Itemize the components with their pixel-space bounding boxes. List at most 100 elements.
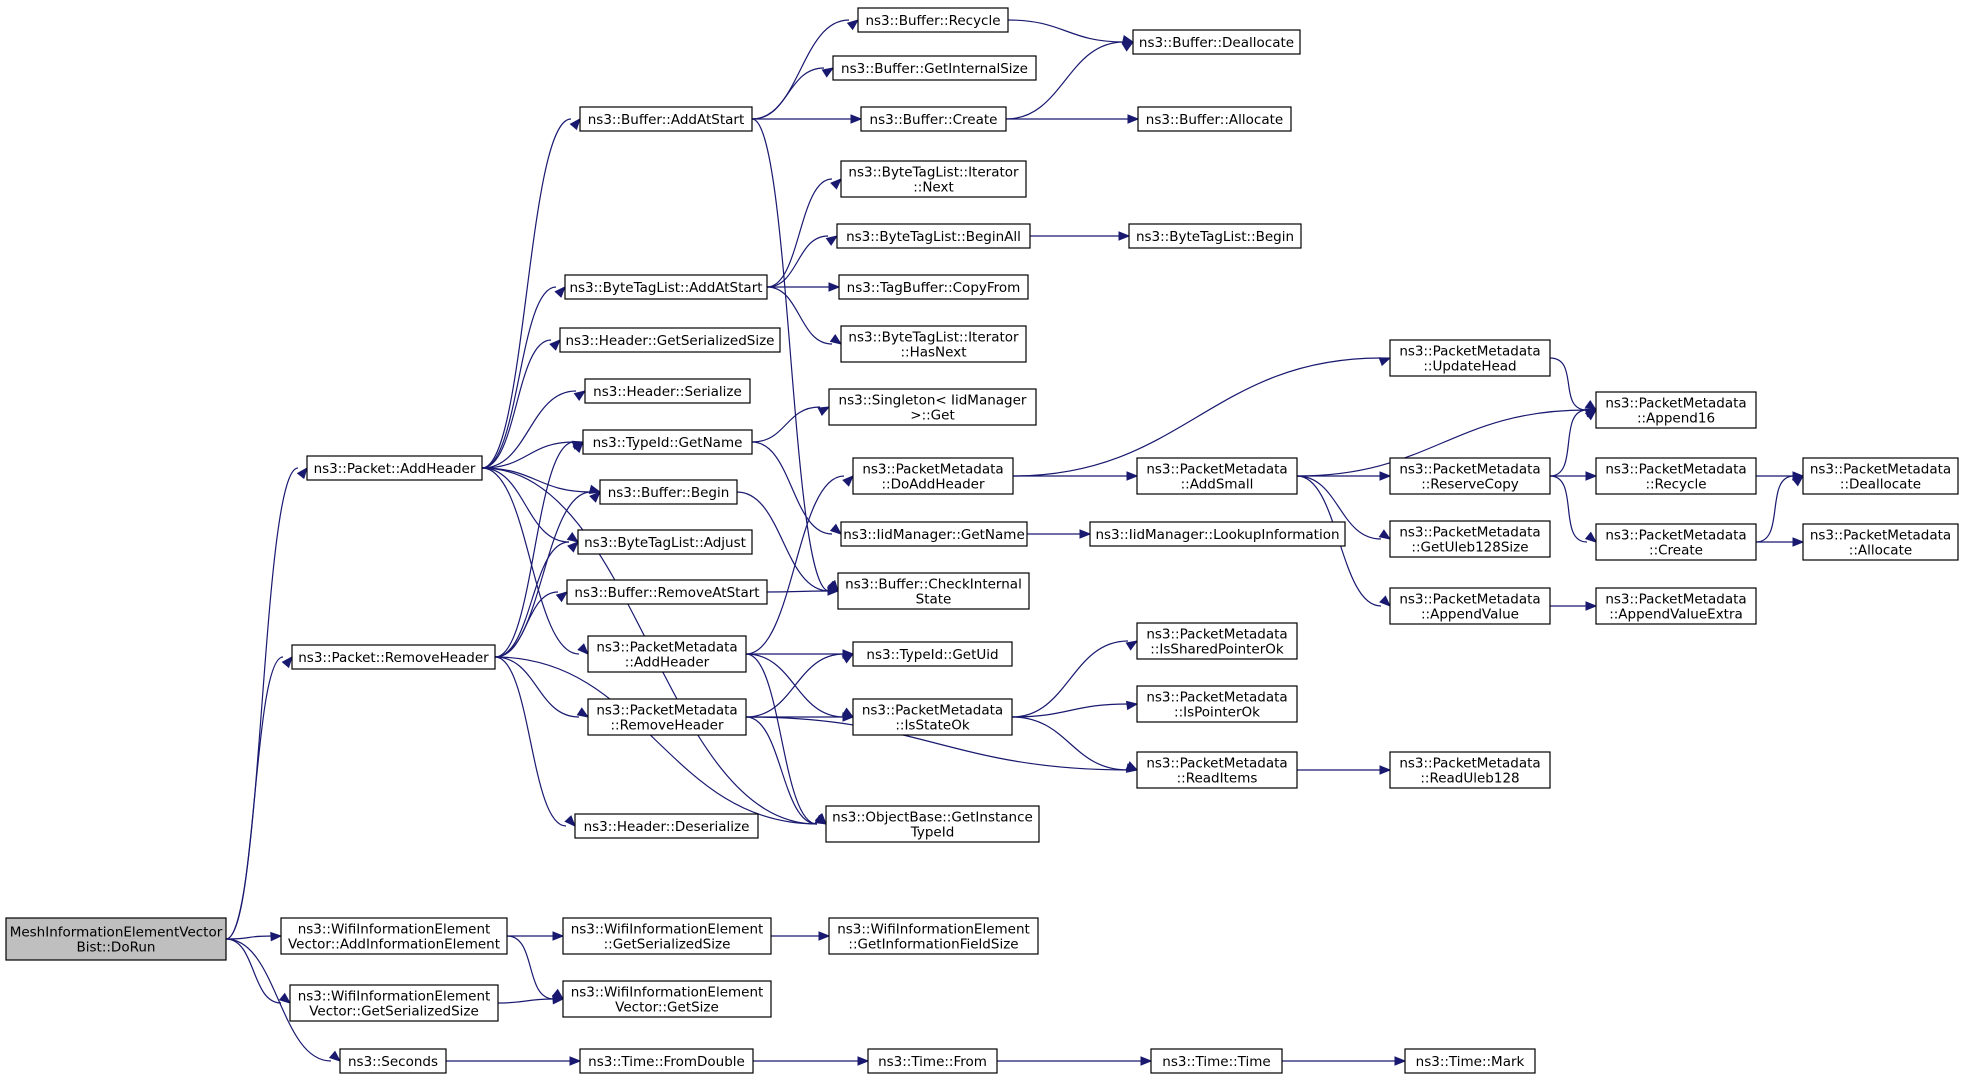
- node-btl-iter-hasnext[interactable]: ns3::ByteTagList::Iterator::HasNext: [840, 325, 1027, 363]
- node-pm-recycle[interactable]: ns3::PacketMetadata::Recycle: [1595, 457, 1757, 495]
- node-pm-create[interactable]: ns3::PacketMetadata::Create: [1595, 523, 1757, 561]
- node-pm-updatehead[interactable]: ns3::PacketMetadata::UpdateHead: [1389, 339, 1551, 377]
- edge-pm_isstateok-to-pm_readitems: [1011, 716, 1139, 771]
- node-buf-recycle[interactable]: ns3::Buffer::Recycle: [857, 7, 1009, 33]
- edge-pm_doaddheader-to-pm_updatehead: [1012, 357, 1392, 477]
- node-time-time[interactable]: ns3::Time::Time: [1150, 1048, 1283, 1074]
- node-label: ::IsStateOk: [895, 718, 969, 734]
- node-pm-doaddheader[interactable]: ns3::PacketMetadata::DoAddHeader: [852, 457, 1014, 495]
- edge-btl_addatstart-to-btl_iter_hasnext: [766, 286, 843, 345]
- edge-pm_reservecopy-to-pm_create: [1549, 475, 1598, 543]
- node-label: ::AppendValue: [1421, 607, 1519, 623]
- node-time-from[interactable]: ns3::Time::From: [867, 1048, 998, 1074]
- node-pm-addsmall[interactable]: ns3::PacketMetadata::AddSmall: [1136, 457, 1298, 495]
- node-wie-getinfofieldsize[interactable]: ns3::WifiInformationElement::GetInformat…: [828, 917, 1039, 955]
- node-label: ns3::Buffer::Deallocate: [1139, 35, 1294, 51]
- node-pkt-removeheader[interactable]: ns3::Packet::RemoveHeader: [291, 644, 496, 670]
- node-pm-addheader[interactable]: ns3::PacketMetadata::AddHeader: [587, 635, 747, 673]
- node-label: ns3::Buffer::Begin: [608, 485, 730, 501]
- node-pm-removeheader[interactable]: ns3::PacketMetadata::RemoveHeader: [587, 698, 747, 736]
- node-hdr-deserialize[interactable]: ns3::Header::Deserialize: [574, 813, 759, 839]
- node-label: ns3::TypeId::GetUid: [866, 647, 998, 663]
- node-wie-getsersize[interactable]: ns3::WifiInformationElement::GetSerializ…: [562, 917, 772, 955]
- node-btl-iter-next[interactable]: ns3::ByteTagList::Iterator::Next: [840, 160, 1027, 198]
- node-label: ns3::Header::GetSerializedSize: [566, 333, 775, 349]
- node-pm-issharedptrok[interactable]: ns3::PacketMetadata::IsSharedPointerOk: [1136, 622, 1298, 660]
- node-label: ::Recycle: [1645, 477, 1706, 493]
- node-label: Vector::AddInformationElement: [288, 937, 500, 953]
- node-seconds[interactable]: ns3::Seconds: [339, 1048, 447, 1074]
- node-buf-begin[interactable]: ns3::Buffer::Begin: [599, 479, 738, 505]
- node-iid-lookupinfo[interactable]: ns3::IidManager::LookupInformation: [1089, 521, 1346, 547]
- node-tagbuf-copyfrom[interactable]: ns3::TagBuffer::CopyFrom: [838, 274, 1029, 300]
- node-pm-readuleb128[interactable]: ns3::PacketMetadata::ReadUleb128: [1389, 751, 1551, 789]
- node-typeid-getuid[interactable]: ns3::TypeId::GetUid: [852, 641, 1013, 667]
- edge-pkt_addheader-to-hdr_serialize: [481, 390, 587, 469]
- node-buf-addatstart[interactable]: ns3::Buffer::AddAtStart: [579, 106, 753, 132]
- node-singleton-get[interactable]: ns3::Singleton< IidManager>::Get: [828, 388, 1037, 426]
- node-hdr-getsersize[interactable]: ns3::Header::GetSerializedSize: [559, 327, 781, 353]
- node-label: ::UpdateHead: [1423, 359, 1516, 375]
- node-label: ns3::WifiInformationElement: [837, 922, 1030, 938]
- node-label: ns3::PacketMetadata: [862, 462, 1003, 478]
- node-time-fromdouble[interactable]: ns3::Time::FromDouble: [579, 1048, 754, 1074]
- edge-pm_removeheader-to-objbase_getinstance: [745, 716, 827, 825]
- node-btl-begin[interactable]: ns3::ByteTagList::Begin: [1128, 223, 1302, 249]
- node-btl-addatstart[interactable]: ns3::ByteTagList::AddAtStart: [564, 274, 768, 300]
- node-buf-allocate[interactable]: ns3::Buffer::Allocate: [1137, 106, 1292, 132]
- edge-time_time-to-time_mark: [1281, 1056, 1407, 1066]
- edge-pkt_removeheader-to-typeid_getname: [494, 441, 584, 658]
- node-wie-addie[interactable]: ns3::WifiInformationElementVector::AddIn…: [280, 917, 508, 955]
- node-buf-deallocate[interactable]: ns3::Buffer::Deallocate: [1132, 29, 1301, 55]
- edge-pkt_addheader-to-buf_begin: [481, 467, 602, 494]
- node-label: ns3::WifiInformationElement: [571, 922, 764, 938]
- node-hdr-serialize[interactable]: ns3::Header::Serialize: [584, 378, 751, 404]
- edge-buf_addatstart-to-buf_checkinternal: [751, 118, 839, 593]
- node-label: ::GetSerializedSize: [604, 937, 731, 953]
- edge-pkt_removeheader-to-buf_begin: [494, 491, 601, 658]
- edge-pm_isstateok-to-pm_isptrok: [1011, 700, 1139, 718]
- node-pm-getuleb128size[interactable]: ns3::PacketMetadata::GetUleb128Size: [1389, 520, 1551, 558]
- node-label: ns3::ByteTagList::AddAtStart: [569, 280, 762, 296]
- node-pm-isptrok[interactable]: ns3::PacketMetadata::IsPointerOk: [1136, 685, 1298, 723]
- node-pm-isstateok[interactable]: ns3::PacketMetadata::IsStateOk: [852, 698, 1013, 736]
- node-pm-deallocate[interactable]: ns3::PacketMetadata::Deallocate: [1802, 457, 1959, 495]
- node-label: ns3::Time::Time: [1162, 1054, 1270, 1070]
- node-label: ns3::Seconds: [348, 1054, 438, 1070]
- node-pm-reservecopy[interactable]: ns3::PacketMetadata::ReserveCopy: [1389, 457, 1551, 495]
- node-pkt-addheader[interactable]: ns3::Packet::AddHeader: [306, 455, 483, 481]
- node-label: ns3::PacketMetadata: [596, 703, 737, 719]
- node-btl-adjust[interactable]: ns3::ByteTagList::Adjust: [577, 529, 753, 555]
- node-wiev-getsersize[interactable]: ns3::WifiInformationElementVector::GetSe…: [289, 984, 499, 1022]
- node-buf-getinternalsize[interactable]: ns3::Buffer::GetInternalSize: [832, 55, 1037, 81]
- node-label: ns3::ByteTagList::Iterator: [848, 165, 1019, 181]
- node-pm-readitems[interactable]: ns3::PacketMetadata::ReadItems: [1136, 751, 1298, 789]
- node-time-mark[interactable]: ns3::Time::Mark: [1404, 1048, 1536, 1074]
- edge-btl_beginall-to-btl_begin: [1030, 231, 1131, 241]
- node-pm-appendvalueextra[interactable]: ns3::PacketMetadata::AppendValueExtra: [1595, 587, 1757, 625]
- node-buf-removeatstart[interactable]: ns3::Buffer::RemoveAtStart: [566, 579, 768, 605]
- node-label: ns3::PacketMetadata: [1399, 525, 1540, 541]
- edge-pkt_addheader-to-btl_adjust: [481, 467, 580, 543]
- node-pm-appendvalue[interactable]: ns3::PacketMetadata::AppendValue: [1389, 587, 1551, 625]
- node-wiev-getsize[interactable]: ns3::WifiInformationElementVector::GetSi…: [562, 980, 772, 1018]
- edge-buf_recycle-to-buf_deallocate: [1007, 19, 1135, 45]
- edge-wie_getsersize-to-wie_getinfofieldsize: [771, 931, 831, 941]
- node-label: MeshInformationElementVector: [10, 925, 223, 941]
- node-label: ns3::PacketMetadata: [1605, 592, 1746, 608]
- edge-btl_addatstart-to-tagbuf_copyfrom: [767, 282, 841, 292]
- node-label: ::Create: [1649, 543, 1703, 559]
- node-typeid-getname[interactable]: ns3::TypeId::GetName: [582, 429, 753, 455]
- node-buf-create[interactable]: ns3::Buffer::Create: [860, 106, 1007, 132]
- node-pm-allocate[interactable]: ns3::PacketMetadata::Allocate: [1802, 523, 1959, 561]
- edge-btl_addatstart-to-btl_iter_next: [766, 178, 842, 288]
- node-btl-beginall[interactable]: ns3::ByteTagList::BeginAll: [836, 223, 1031, 249]
- edge-typeid_getname-to-singleton_get: [751, 406, 831, 443]
- node-label: ns3::PacketMetadata: [1605, 396, 1746, 412]
- node-iid-getname[interactable]: ns3::IidManager::GetName: [840, 521, 1028, 547]
- node-pm-append16[interactable]: ns3::PacketMetadata::Append16: [1595, 391, 1757, 429]
- node-label: ns3::PacketMetadata: [1146, 690, 1287, 706]
